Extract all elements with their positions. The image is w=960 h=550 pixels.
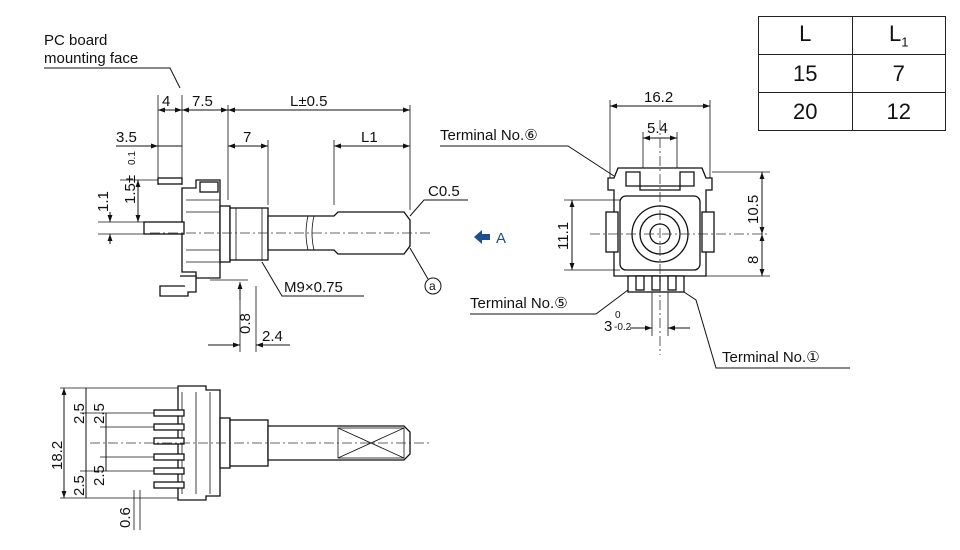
front-left-tab [605,211,619,253]
dim-11-1: 11.1 [555,222,572,250]
pc-board-label-line1: PC board [44,32,107,49]
bushing-flange [219,205,231,263]
dim-4: 4 [162,93,170,110]
view-arrow-label: A [496,230,506,247]
chamfer-label: C0.5 [428,183,460,200]
mount-leg [159,285,189,297]
terminal-1-label: Terminal No.① [722,349,820,366]
terminal-6-leader [440,145,615,177]
dim-5-4: 5.4 [647,120,668,137]
view-arrow: A [474,230,506,247]
circle-a-label: a [429,279,436,293]
table-cell: 7 [851,54,946,93]
dim-18-2: 18.2 [49,441,66,470]
table-row: 20 12 [758,92,946,131]
pc-board-leader [44,67,181,89]
mount-leg-bend [180,275,197,293]
flat-cross [337,427,405,459]
dim-2-5-a: 2.5 [71,403,88,424]
housing [181,179,221,279]
circle-a-leader [409,247,429,280]
chamfer-leader [409,199,468,217]
dim-7-5: 7.5 [192,93,213,110]
size-table: L L1 15 7 20 12 [758,16,946,131]
dim-3-tol-lower: -0.2 [614,322,632,333]
front-terminal [667,275,677,291]
dim-10-5: 10.5 [745,195,762,224]
terminal-lead [143,221,185,235]
pin [153,453,185,461]
pin [153,437,185,445]
front-top-tabs [625,171,695,191]
view-arrow-icon [474,230,490,244]
front-terminal [635,275,645,291]
side-view: PC board mounting face 4 7.5 L±0.5 3.5 7… [44,32,468,352]
terminal-5-leader [470,289,629,315]
table-cell: 20 [758,92,853,131]
dim-1-5-tol: 0.1 [127,151,138,165]
bottom-view: 18.2 2.5 2.5 2.5 2.5 0.6 [49,385,430,530]
dim-1-5: 1.5± [122,175,139,204]
terminal-6-label: Terminal No.⑥ [440,127,538,144]
pc-board-label-line2: mounting face [44,50,138,67]
table-cell: 15 [758,54,853,93]
table-cell: 12 [851,92,946,131]
front-terminal [651,275,661,291]
table-row: 15 7 [758,54,946,93]
shaft-break [305,215,309,251]
circle-a-marker [424,277,442,295]
dim-L1: L1 [361,129,378,146]
pin [153,481,185,489]
pin [153,467,185,475]
dim-0-6: 0.6 [117,507,134,528]
table-header-cell: L1 [851,16,946,55]
dim-L: L±0.5 [290,93,327,110]
front-right-tab [701,211,715,253]
dim-7: 7 [243,129,251,146]
thread-label: M9×0.75 [284,279,343,296]
dim-2-5-b: 2.5 [91,403,108,424]
dim-2-5-c: 2.5 [71,475,88,496]
dim-2-4: 2.4 [262,328,283,345]
dim-8: 8 [745,256,762,264]
dim-0-8: 0.8 [237,313,254,334]
thread-leader [261,261,364,297]
pin [153,409,185,417]
dim-1-1: 1.1 [95,191,112,212]
table-header-cell: L [758,16,853,55]
dim-3: 3 [604,318,612,335]
board-face [157,177,183,185]
dim-2-5-d: 2.5 [91,465,108,486]
dim-3-5: 3.5 [116,129,137,146]
dim-16-2: 16.2 [644,89,673,106]
dim-3-tol-upper: 0 [615,310,621,321]
housing-tab [199,181,219,193]
terminal-1-leader [683,291,850,369]
front-view: 16.2 5.4 10.5 8 11.1 Terminal N [440,89,850,369]
pin [153,423,185,431]
table-header-row: L L1 [758,16,946,55]
terminal-5-label: Terminal No.⑤ [470,295,568,312]
